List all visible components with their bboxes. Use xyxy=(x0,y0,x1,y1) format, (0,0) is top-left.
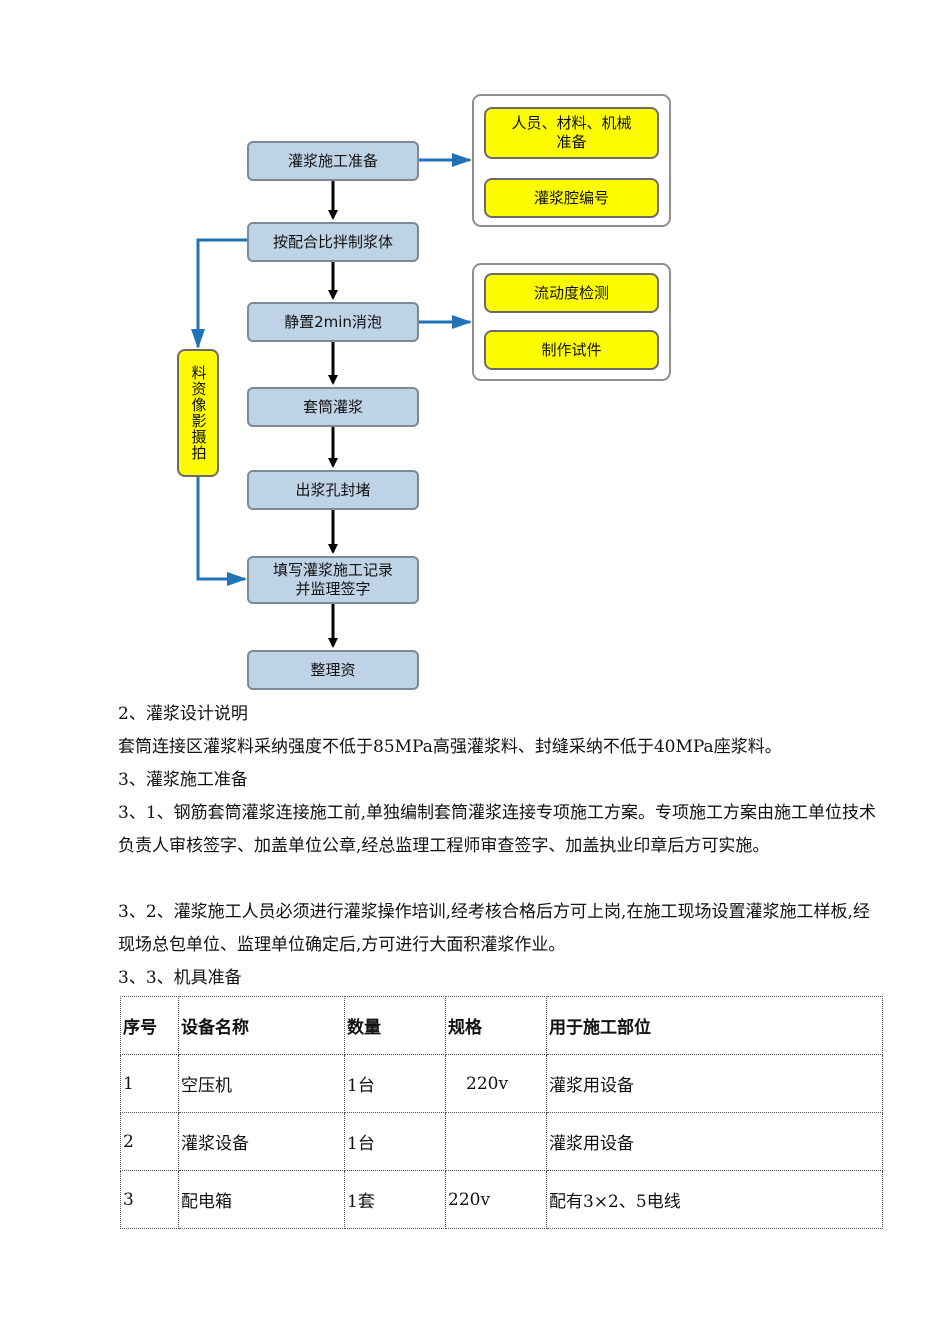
step-mix: 按配合比拌制浆体 xyxy=(247,222,419,262)
test-item-specimen: 制作试件 xyxy=(484,330,659,370)
para-3-2: 3、2、灌浆施工人员必须进行灌浆操作培训,经考核合格后方可上岗,在施工现场设置灌… xyxy=(118,902,870,955)
arrow-to-side-box xyxy=(191,238,247,349)
cell-spec: 220v xyxy=(445,1054,547,1113)
cell-no: 3 xyxy=(120,1170,179,1229)
prep-item-personnel: 人员、材料、机械 准备 xyxy=(484,107,659,159)
cell-no: 2 xyxy=(120,1112,179,1171)
cell-name: 配电箱 xyxy=(178,1170,345,1229)
para-3-1: 3、1、钢筋套筒灌浆连接施工前,单独编制套筒灌浆连接专项施工方案。专项施工方案由… xyxy=(118,803,877,856)
cell-no: 1 xyxy=(120,1054,179,1113)
heading-prep: 3、灌浆施工准备 xyxy=(118,770,248,790)
table-row: 2 灌浆设备 1台 灌浆用设备 xyxy=(120,1112,883,1171)
cell-qty: 1套 xyxy=(344,1170,446,1229)
table-row: 1 空压机 1台 220v 灌浆用设备 xyxy=(120,1054,883,1113)
heading-equipment: 3、3、机具准备 xyxy=(118,968,242,988)
table-row: 3 配电箱 1套 220v 配有3×2、5电线 xyxy=(120,1170,883,1229)
cell-use: 灌浆用设备 xyxy=(546,1112,883,1171)
prep-item-personnel-line2: 准备 xyxy=(556,133,587,151)
col-header-name: 设备名称 xyxy=(178,996,345,1055)
prep-item-personnel-line1: 人员、材料、机械 xyxy=(511,114,632,132)
cell-name: 灌浆设备 xyxy=(178,1112,345,1171)
cell-spec: 220v xyxy=(445,1170,547,1229)
table-header-row: 序号 设备名称 数量 规格 用于施工部位 xyxy=(120,996,883,1055)
col-header-no: 序号 xyxy=(120,996,179,1055)
cell-name: 空压机 xyxy=(178,1054,345,1113)
cell-use: 配有3×2、5电线 xyxy=(546,1170,883,1229)
equipment-table: 序号 设备名称 数量 规格 用于施工部位 1 空压机 1台 220v 灌浆用设备… xyxy=(120,996,883,1229)
step-grouting: 套筒灌浆 xyxy=(247,387,419,427)
flowchart: 灌浆施工准备 按配合比拌制浆体 静置2min消泡 套筒灌浆 出浆孔封堵 填写灌浆… xyxy=(177,94,671,690)
col-header-spec: 规格 xyxy=(445,996,547,1055)
col-header-qty: 数量 xyxy=(344,996,446,1055)
flowchart-connectors xyxy=(191,153,472,648)
cell-spec xyxy=(445,1112,547,1171)
step-defoam: 静置2min消泡 xyxy=(247,302,419,342)
heading-design: 2、灌浆设计说明 xyxy=(118,704,248,724)
side-box-photo: 料资像影摄拍 xyxy=(177,349,219,477)
prep-item-numbering: 灌浆腔编号 xyxy=(484,178,659,218)
step-prepare: 灌浆施工准备 xyxy=(247,141,419,181)
cell-qty: 1台 xyxy=(344,1112,446,1171)
step-organize: 整理资 xyxy=(247,650,419,690)
step-record-line1: 填写灌浆施工记录 xyxy=(272,561,393,579)
cell-qty: 1台 xyxy=(344,1054,446,1113)
step-record-line2: 并监理签字 xyxy=(295,580,371,598)
cell-use: 灌浆用设备 xyxy=(546,1054,883,1113)
para-design: 套筒连接区灌浆料采纳强度不低于85MPa高强灌浆料、封缝采纳不低于40MPa座浆… xyxy=(118,737,782,757)
col-header-use: 用于施工部位 xyxy=(546,996,883,1055)
test-item-fluidity: 流动度检测 xyxy=(484,273,659,313)
arrow-from-side-box xyxy=(196,477,247,586)
step-seal: 出浆孔封堵 xyxy=(247,470,419,510)
step-record: 填写灌浆施工记录 并监理签字 xyxy=(247,556,419,604)
